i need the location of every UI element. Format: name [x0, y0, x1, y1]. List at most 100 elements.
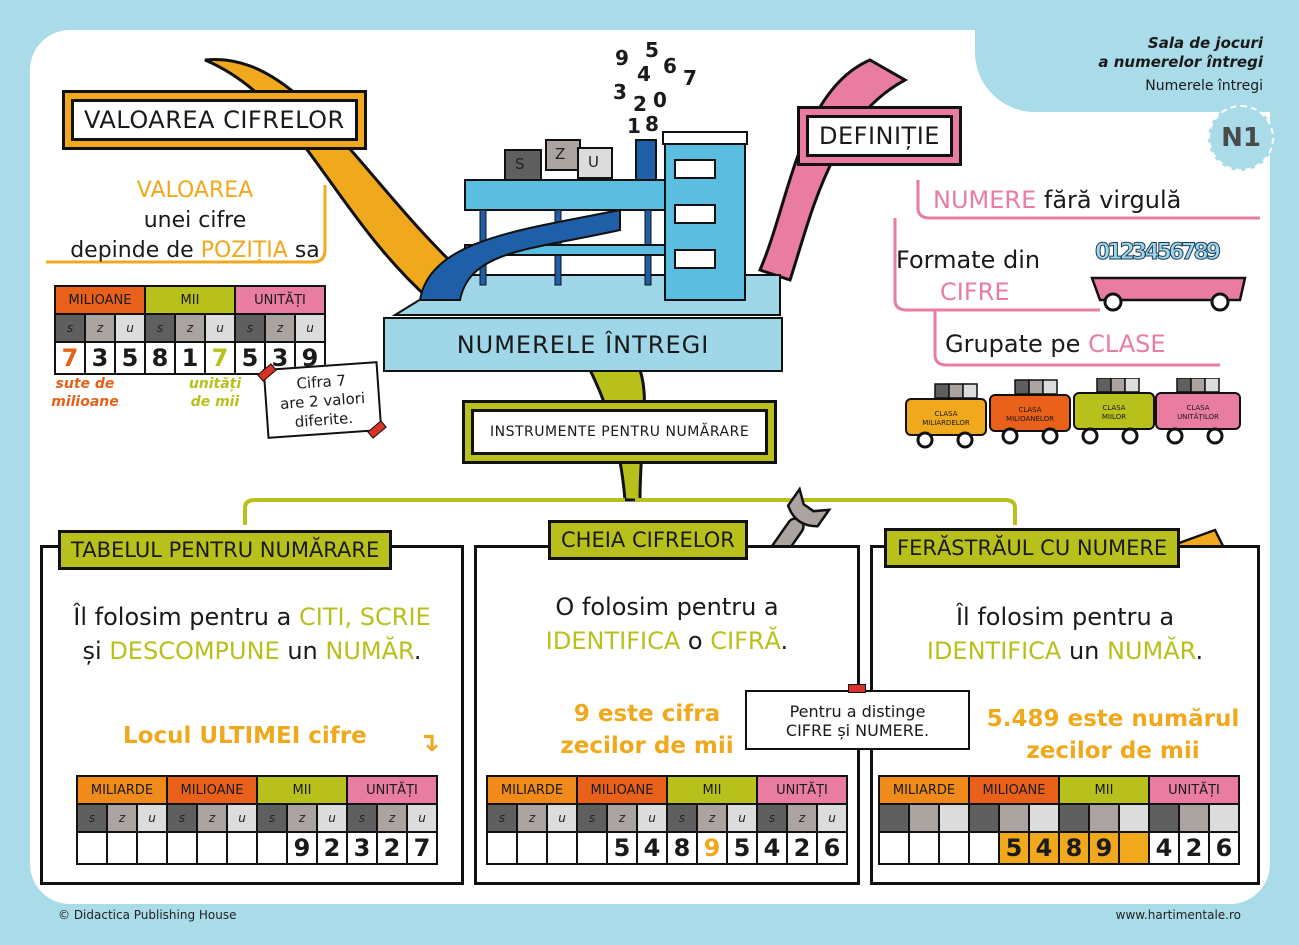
subhead: [878, 803, 910, 833]
text-highlight: CIFRĂ: [710, 627, 781, 655]
panel2-subtitle: 9 este cifra zecilor de mii: [537, 698, 757, 762]
panel3-text: Îl folosim pentru a IDENTIFICA un NUMĂR.: [873, 600, 1257, 668]
class-header: UNITĂȚI: [234, 285, 326, 315]
truck-label: MILIOANELOR: [1006, 415, 1054, 423]
subhead: z: [264, 313, 296, 343]
sub-line: 5.489 este numărul: [986, 706, 1240, 732]
text-part: Îl folosim pentru a: [73, 603, 299, 631]
class-header: MILIARDE: [878, 775, 970, 805]
text-part: o: [680, 627, 711, 655]
subhead: z: [696, 803, 728, 833]
subhead: s: [256, 803, 288, 833]
truck-label: UNITĂȚILOR: [1177, 413, 1219, 421]
cube-u: U: [588, 153, 599, 171]
subhead: [1088, 803, 1120, 833]
class-header: MII: [666, 775, 758, 805]
digit-cell: 4: [1028, 831, 1060, 865]
digit: 8: [645, 112, 659, 136]
label-line: de mii: [190, 394, 240, 410]
valoarea-line1: VALOAREA: [136, 178, 254, 203]
panel1-text: Îl folosim pentru a CITI, SCRIE și DESCO…: [43, 600, 461, 668]
digit: 0: [653, 88, 667, 112]
truck-milioanelor: CLASA MILIOANELOR: [989, 394, 1071, 432]
class-header: MILIOANE: [166, 775, 258, 805]
header-subtitle: Numerele întregi: [1145, 78, 1263, 94]
digit: 7: [683, 66, 697, 90]
subhead: z: [786, 803, 818, 833]
subhead: u: [406, 803, 438, 833]
digit-cell: [166, 831, 198, 865]
subhead: u: [294, 313, 326, 343]
digit-cell: [226, 831, 258, 865]
subhead: u: [316, 803, 348, 833]
digit-cell: 5: [998, 831, 1030, 865]
subhead: u: [636, 803, 668, 833]
text-part: un: [1061, 637, 1108, 665]
definitie-line3-pre: Grupate pe: [945, 330, 1089, 358]
subhead: s: [756, 803, 788, 833]
pink-branch: [757, 58, 909, 282]
digit-cell: 5: [234, 341, 266, 375]
digit-cell: 8: [666, 831, 698, 865]
valoarea-line3-post: sa: [287, 238, 320, 263]
truck-wheels-and-cubes: [916, 378, 1224, 449]
digit: 3: [613, 80, 627, 104]
text-part: Îl folosim pentru a: [955, 603, 1175, 631]
digit-cell: [106, 831, 138, 865]
definitie-title-box: DEFINIȚIE: [797, 106, 962, 166]
subhead: [968, 803, 1000, 833]
footer-website[interactable]: www.hartimentale.ro: [1115, 908, 1241, 922]
text-part: un: [279, 637, 326, 665]
subhead: z: [106, 803, 138, 833]
digit-wagon: [1090, 276, 1247, 312]
class-trucks: CLASA MILIARDELOR CLASA MILIOANELOR CLAS…: [905, 378, 1245, 458]
definitie-line1-highlight: NUMERE: [933, 186, 1037, 214]
subhead: [1178, 803, 1210, 833]
digit-cell: 7: [54, 341, 86, 375]
class-header: MILIARDE: [76, 775, 168, 805]
digit-cell: 4: [1148, 831, 1180, 865]
cube-z: Z: [555, 145, 566, 163]
definitie-line2: Formate din: [896, 246, 1041, 274]
text-part: .: [413, 637, 422, 665]
truck-label: CLASA: [1102, 404, 1126, 412]
label-sute-de-milioane: sute de milioane: [40, 375, 130, 411]
digit-cell: 1: [174, 341, 206, 375]
valoarea-title: VALOAREA CIFRELOR: [71, 99, 358, 141]
truck-label: CLASA: [934, 410, 958, 418]
subhead: z: [174, 313, 206, 343]
class-header: MILIOANE: [968, 775, 1060, 805]
digit-cell: 8: [1058, 831, 1090, 865]
subhead: u: [546, 803, 578, 833]
subhead: [1118, 803, 1150, 833]
class-header: MILIARDE: [486, 775, 578, 805]
digit-cell: [256, 831, 288, 865]
title-line-2: a numerelor întregi: [1098, 53, 1263, 71]
subhead: z: [606, 803, 638, 833]
cifra-7-note: Cifra 7 are 2 valori diferite.: [262, 361, 383, 439]
subhead: z: [286, 803, 318, 833]
digit-cell: 4: [756, 831, 788, 865]
digit-cell: 7: [204, 341, 236, 375]
digit: 2: [633, 92, 647, 116]
subhead: [1028, 803, 1060, 833]
digit: 1: [627, 114, 641, 138]
digit: 6: [663, 54, 677, 78]
subhead: [1208, 803, 1240, 833]
title-line-1: Sala de jocuri: [1147, 34, 1263, 52]
digit: 4: [637, 62, 651, 86]
truck-label: MIILOR: [1101, 413, 1127, 421]
subhead: u: [204, 313, 236, 343]
digit-cell: 2: [316, 831, 348, 865]
definitie-line2-highlight: CIFRE: [940, 278, 1010, 306]
label-line: milioane: [51, 394, 119, 410]
subhead: s: [576, 803, 608, 833]
truck-label: CLASA: [1186, 404, 1210, 412]
digit-cell: 9: [286, 831, 318, 865]
valoarea-place-table: MILIOANE MII UNITĂȚI s z u s z u s z u 7…: [54, 285, 326, 375]
class-header: UNITĂȚI: [756, 775, 848, 805]
subhead: z: [196, 803, 228, 833]
